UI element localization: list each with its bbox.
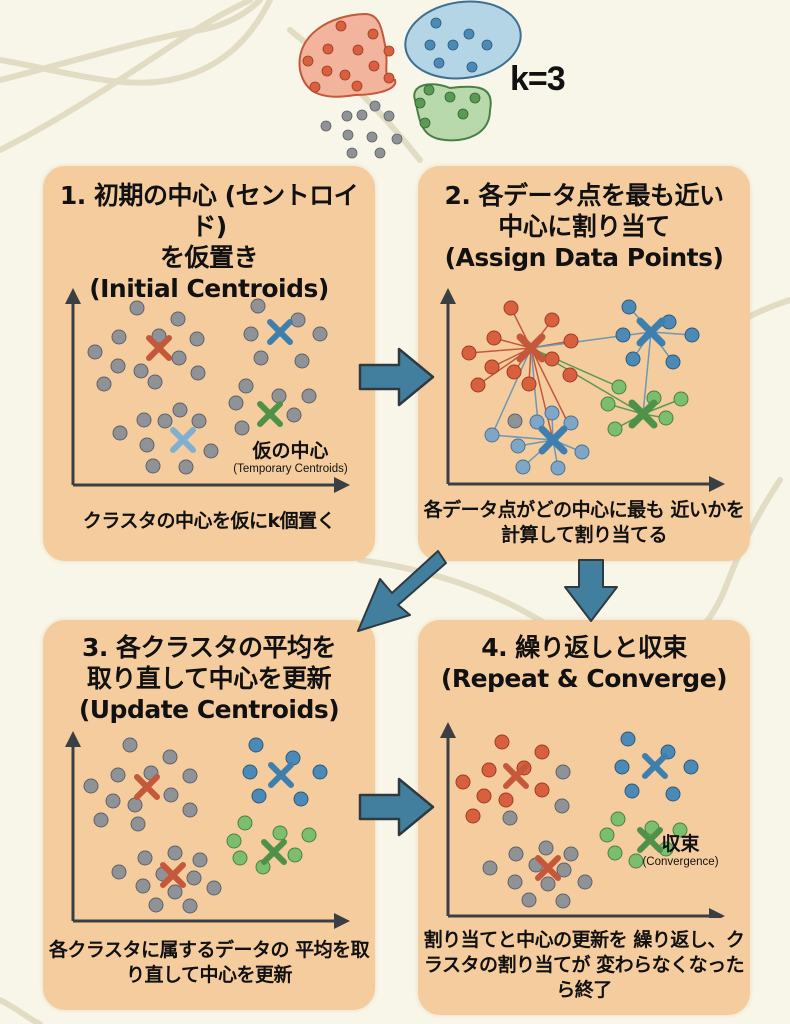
step-1-panel: 1. 初期の中心 (セントロイド) を仮置き (Initial Centroid…	[43, 166, 375, 561]
step-4-caption-line2: 繰り返し、クラスタの割り当てが	[423, 929, 745, 976]
step-4-panel: 4. 繰り返しと収束 (Repeat & Converge)	[418, 620, 750, 1015]
blue-centroid-x-icon	[636, 317, 666, 347]
blue-cluster-points	[242, 737, 328, 807]
step-2-panel: 2. 各データ点を最も近い 中心に割り当て (Assign Data Point…	[418, 166, 750, 561]
unassigned-points	[320, 100, 403, 159]
step-4-caption-line1: 割り当てと中心の更新を	[423, 929, 628, 951]
step-1-scatter-plot	[65, 288, 350, 493]
blue-assigned-points	[615, 299, 700, 370]
step-3-caption: 各クラスタに属するデータの 平均を取り直して中心を更新	[43, 938, 375, 988]
step-1-caption: クラスタの中心を仮にk個置く	[43, 509, 375, 534]
arrow-down-icon-step2-to-step4	[564, 559, 618, 622]
step-3-title: 3. 各クラスタの平均を 取り直して中心を更新 (Update Centroid…	[43, 632, 375, 725]
step-3-caption-line2: 平均を取り直して中心を更新	[126, 939, 370, 986]
green-cluster-points	[226, 815, 317, 875]
blue-cluster-points	[614, 731, 699, 802]
gray-data-points	[83, 737, 222, 914]
green-centroid-x-icon	[261, 839, 287, 865]
step-4-caption-line3: 変わらなくなったら終了	[556, 954, 745, 1001]
green-cluster-blob	[413, 83, 492, 142]
convergence-jp: 収束	[661, 833, 700, 855]
gray-cluster-points	[482, 764, 593, 909]
step-4-title: 4. 繰り返しと収束 (Repeat & Converge)	[418, 632, 750, 694]
step-3-title-en: (Update Centroids)	[78, 695, 340, 724]
light-blue-centroid-x-icon	[538, 425, 568, 455]
light-blue-centroid-x-icon	[170, 427, 196, 453]
green-assigned-points	[600, 379, 689, 437]
step-3-panel: 3. 各クラスタの平均を 取り直して中心を更新 (Update Centroid…	[43, 620, 375, 1010]
red-centroid-2-x-icon	[160, 862, 186, 888]
red-centroid-2-x-icon	[535, 855, 561, 881]
blue-centroid-x-icon	[642, 753, 668, 779]
plot-axes	[440, 722, 725, 918]
assignment-lines	[468, 306, 693, 469]
red-centroid-x-icon	[516, 333, 546, 363]
green-centroid-x-icon	[637, 827, 663, 853]
step-1-title-en: (Initial Centroids)	[89, 274, 329, 303]
step-2-title-jp-line2: 中心に割り当て	[498, 212, 670, 241]
step-3-title-jp-line2: 取り直して中心を更新	[86, 664, 332, 693]
red-cluster-points	[455, 734, 550, 824]
hero-cluster-illustration	[298, 0, 522, 159]
red-centroid-x-icon	[134, 774, 160, 800]
blue-cluster-blob	[404, 0, 522, 80]
green-centroid-x-icon	[628, 399, 658, 429]
step-4-converged-plot	[440, 722, 725, 918]
step-1-caption-line1: クラスタの中心を仮にk個置く	[82, 510, 336, 532]
arrow-right-icon-step1-to-step2	[358, 347, 435, 407]
step-4-title-en: (Repeat & Converge)	[440, 664, 728, 693]
red-centroid-x-icon	[503, 763, 529, 789]
light-blue-assigned-points	[484, 405, 590, 476]
plot-axes	[440, 288, 725, 492]
red-centroid-x-icon	[146, 335, 172, 361]
gray-data-points	[87, 298, 328, 475]
green-cluster-points	[599, 811, 688, 869]
plot-axes	[65, 288, 350, 493]
step-4-annotation: 収束 (Convergence)	[613, 833, 748, 869]
temporary-centroids-jp: 仮の中心	[252, 440, 329, 462]
blue-centroid-x-icon	[268, 762, 294, 788]
red-assigned-points	[461, 300, 579, 393]
step-1-title: 1. 初期の中心 (セントロイド) を仮置き (Initial Centroid…	[43, 180, 375, 304]
step-2-title: 2. 各データ点を最も近い 中心に割り当て (Assign Data Point…	[418, 180, 750, 273]
green-centroid-x-icon	[257, 401, 283, 427]
step-2-caption: 各データ点がどの中心に最も 近いかを計算して割り当てる	[418, 498, 750, 548]
k-value-label: k=3	[510, 60, 566, 98]
step-2-caption-line2: 近いかを計算して割り当てる	[501, 499, 745, 546]
step-3-title-jp-line1: 3. 各クラスタの平均を	[81, 633, 337, 662]
gray-unassigned-point	[507, 413, 523, 429]
step-2-title-jp-line1: 2. 各データ点を最も近い	[444, 181, 724, 210]
plot-axes	[65, 731, 350, 929]
blue-centroid-x-icon	[267, 319, 293, 345]
step-4-caption: 割り当てと中心の更新を 繰り返し、クラスタの割り当てが 変わらなくなったら終了	[418, 928, 750, 1003]
step-3-caption-line1: 各クラスタに属するデータの	[48, 939, 290, 961]
step-1-title-jp-line1: 1. 初期の中心 (セントロイド)	[59, 181, 359, 241]
red-cluster-blob	[298, 12, 397, 98]
step-4-title-jp-line1: 4. 繰り返しと収束	[481, 633, 687, 662]
arrow-right-icon-step3-to-step4	[358, 777, 435, 837]
step-1-annotation: 仮の中心 (Temporary Centroids)	[208, 440, 373, 476]
arrow-down-left-icon-step2-to-step3	[357, 550, 447, 632]
step-3-update-plot	[65, 731, 350, 929]
step-2-caption-line1: 各データ点がどの中心に最も	[423, 499, 665, 521]
convergence-en: (Convergence)	[642, 856, 719, 868]
temporary-centroids-en: (Temporary Centroids)	[233, 463, 348, 475]
step-1-title-jp-line2: を仮置き	[159, 243, 259, 272]
step-2-title-en: (Assign Data Points)	[444, 243, 724, 272]
step-2-assignment-plot	[440, 288, 725, 492]
